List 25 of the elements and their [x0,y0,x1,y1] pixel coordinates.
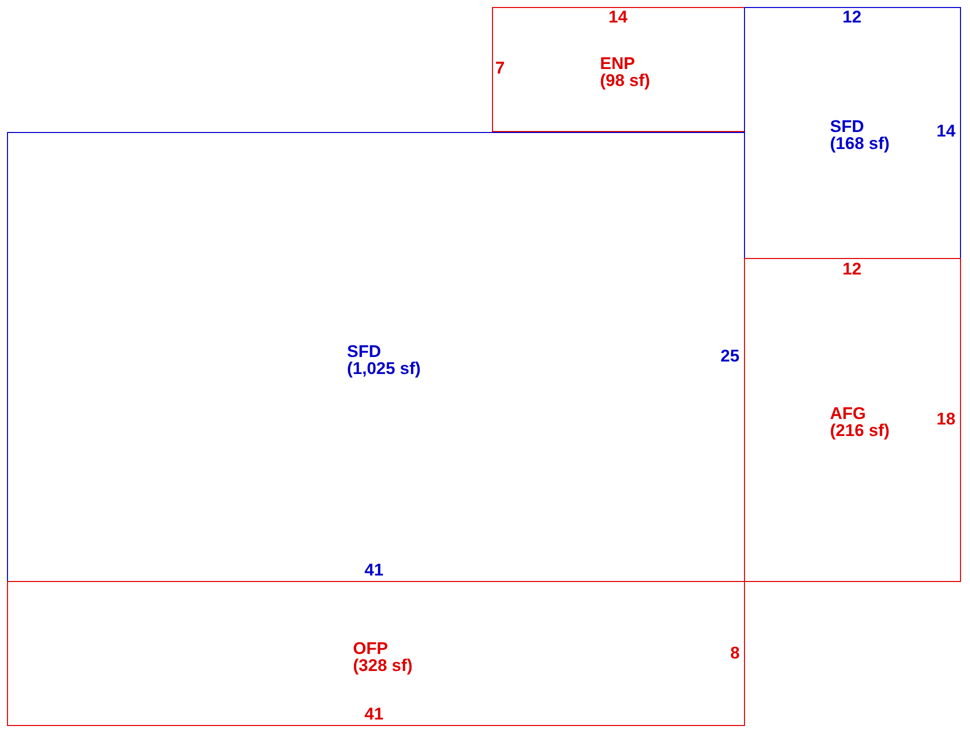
area-code-label: SFD [830,118,864,135]
dimension-label: 12 [842,8,862,26]
dimension-label: 18 [936,410,956,428]
floor-area-outline [744,258,961,582]
floor-area-outline [744,7,961,259]
area-size-label: (98 sf) [600,72,650,89]
dimension-label: 7 [495,60,505,76]
dimension-label: 41 [364,706,384,722]
area-size-label: (168 sf) [830,135,890,152]
area-size-label: (1,025 sf) [347,360,421,377]
dimension-label: 14 [936,122,956,140]
area-code-label: SFD [347,343,381,360]
dimension-label: 8 [730,644,740,662]
area-size-label: (328 sf) [353,657,413,674]
area-code-label: AFG [830,405,866,422]
dimension-label: 12 [842,260,862,278]
area-code-label: ENP [600,55,635,72]
floor-area-outline [7,581,745,726]
dimension-label: 14 [608,8,628,26]
floor-area-outline [492,7,745,132]
area-size-label: (216 sf) [830,422,890,439]
dimension-label: 25 [720,348,740,364]
floor-area-outline [7,132,745,582]
dimension-label: 41 [364,562,384,578]
area-code-label: OFP [353,640,388,657]
